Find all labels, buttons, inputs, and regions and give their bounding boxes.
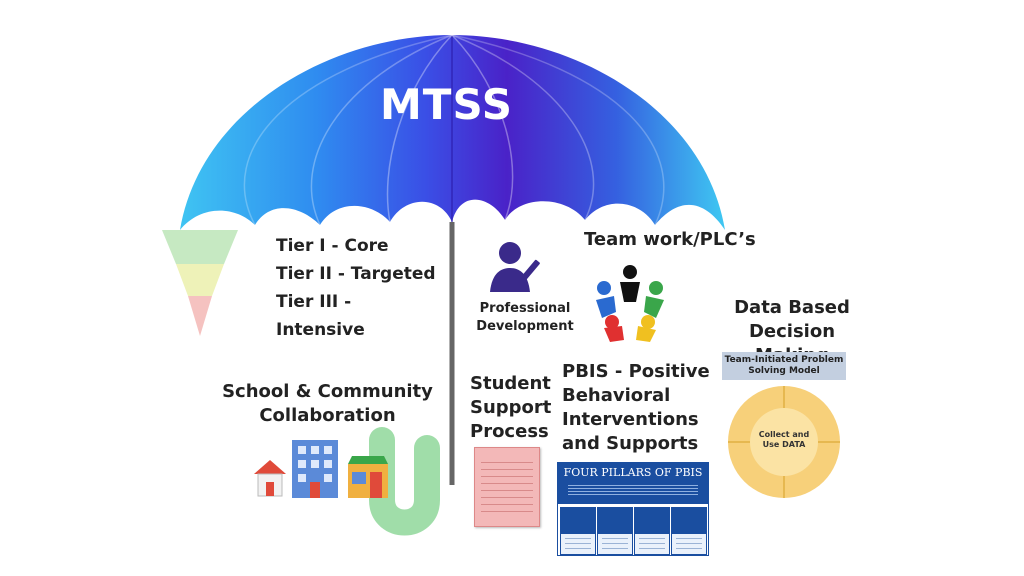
pbis-pillar-3	[634, 507, 670, 555]
problem-solving-model-title: Team-Initiated Problem Solving Model	[722, 352, 846, 380]
pbis-pillars-header: FOUR PILLARS OF PBIS	[558, 463, 708, 504]
pbis-label: PBIS - Positive Behavioral Interventions…	[562, 361, 710, 454]
pbis-pillars-figure: FOUR PILLARS OF PBIS	[557, 462, 709, 556]
community-buildings-icon	[254, 440, 388, 498]
house-icon	[254, 460, 286, 497]
teamwork-people-icon	[596, 265, 664, 342]
pbis-pillar-1	[560, 507, 596, 555]
problem-solving-model-figure: Team-Initiated Problem Solving Model Col…	[722, 352, 846, 502]
professional-development-label: Professional Development	[476, 301, 574, 334]
pbis-pillars-subtext	[568, 483, 698, 495]
tier-pyramid-icon	[162, 230, 238, 336]
tier-3-label: Tier III -	[276, 292, 352, 312]
tier-3-label-cont: Intensive	[276, 320, 365, 340]
pbis-pillar-4	[671, 507, 707, 555]
store-icon	[348, 456, 388, 498]
problem-solving-cycle-icon	[728, 386, 840, 498]
umbrella-canopy	[180, 34, 725, 230]
tier-list: Tier I - Core Tier II - Targeted Tier II…	[276, 232, 436, 344]
page-title: MTSS	[380, 80, 514, 129]
tier-1-label: Tier I - Core	[276, 236, 389, 256]
problem-solving-center-label: Collect and Use DATA	[758, 430, 810, 449]
office-building-icon	[292, 440, 338, 498]
teamwork-label: Team work/PLC’s	[584, 229, 756, 250]
pbis-pillars-title: FOUR PILLARS OF PBIS	[563, 466, 703, 479]
pbis-pillar-2	[597, 507, 633, 555]
support-form-icon	[474, 447, 540, 527]
tier-2-label: Tier II - Targeted	[276, 264, 436, 284]
umbrella-handle	[369, 427, 440, 536]
student-support-label: Student Support Process	[470, 373, 552, 442]
school-community-label: School & Community Collaboration	[222, 381, 433, 426]
professional-development-icon	[490, 242, 540, 292]
